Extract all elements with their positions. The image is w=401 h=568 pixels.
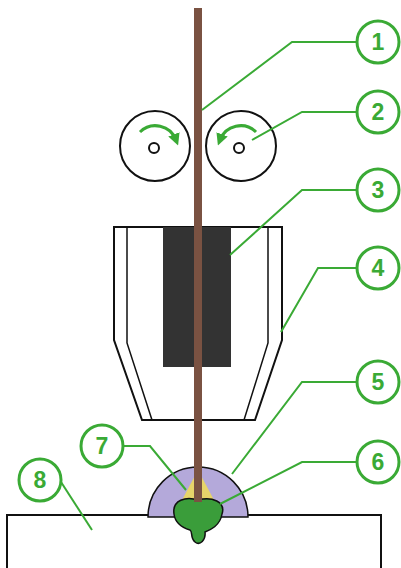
callout-number: 7 (95, 435, 110, 458)
feed-roller (120, 111, 190, 181)
roller-axle (234, 143, 244, 153)
callout-number: 3 (371, 179, 386, 202)
weld-pool (174, 499, 223, 544)
callout-number: 2 (371, 101, 386, 124)
rotation-arrow (140, 126, 176, 140)
callout-number: 1 (371, 31, 386, 54)
roller-axle (149, 143, 159, 153)
rotation-arrow (220, 126, 256, 140)
callout-number: 4 (371, 257, 386, 280)
callout-number: 6 (371, 451, 386, 474)
filler-wire (194, 8, 202, 502)
feed-roller (206, 111, 276, 181)
leader-lines (61, 42, 357, 530)
callout-number: 8 (33, 469, 48, 492)
callout-number: 5 (371, 371, 386, 394)
callout-circles (19, 21, 399, 501)
